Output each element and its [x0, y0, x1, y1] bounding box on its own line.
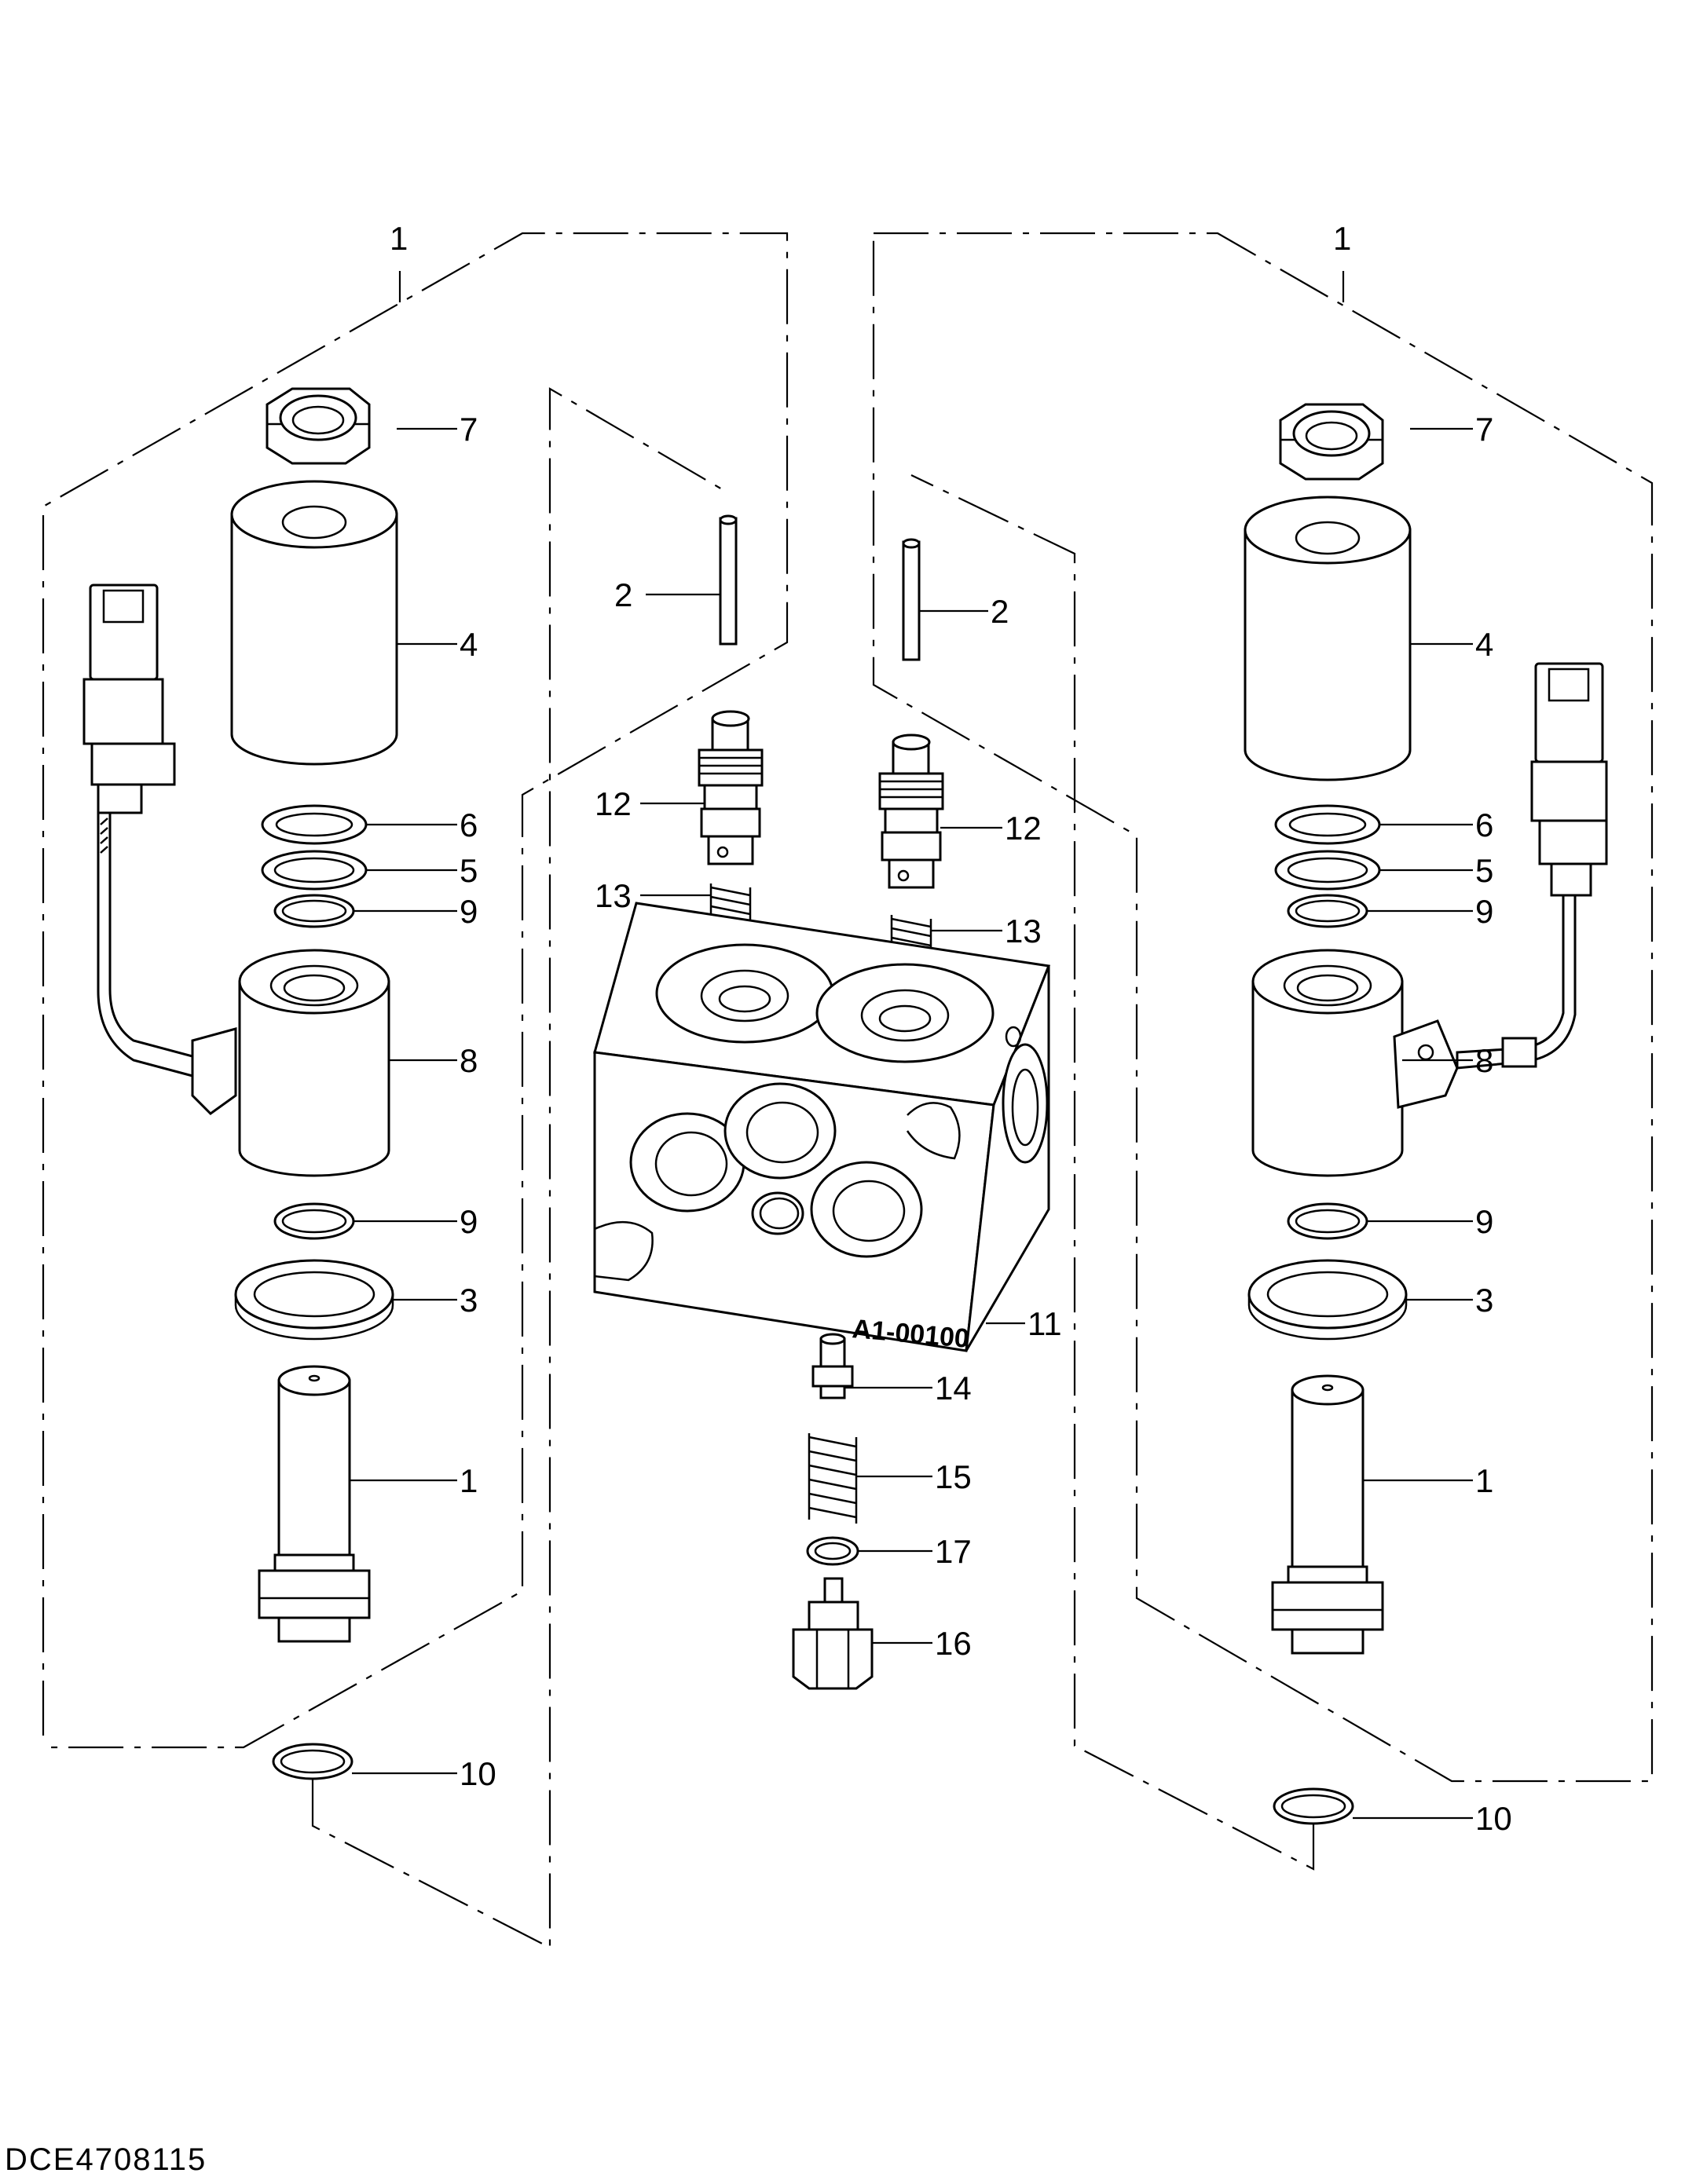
callout-7-left: 7	[460, 411, 478, 448]
plug-16	[792, 1577, 874, 1690]
left-solenoid-body	[191, 949, 390, 1177]
right-nut	[1279, 403, 1384, 481]
right-coil	[1244, 496, 1412, 781]
callout-9-right-upper: 9	[1475, 893, 1493, 930]
callout-1-right: 1	[1475, 1462, 1493, 1499]
right-check-valve	[878, 733, 944, 889]
callout-labels: 1 7 4 6 5 9 8 9 3 1 10 1 7 4 6 5 9 8 9 3…	[390, 220, 1512, 1837]
oring-17	[806, 1536, 859, 1566]
callout-3-right: 3	[1475, 1282, 1493, 1319]
callout-1-left-top: 1	[390, 220, 408, 257]
left-ring-3	[234, 1259, 394, 1341]
left-wire-harness	[82, 583, 194, 1077]
right-pin	[902, 538, 921, 661]
left-washer-9-lower	[273, 1202, 355, 1240]
callout-1-right-top: 1	[1333, 220, 1351, 257]
callout-6-left: 6	[460, 807, 478, 843]
callout-9-right-lower: 9	[1475, 1203, 1493, 1240]
callout-4-right: 4	[1475, 626, 1493, 663]
left-washers	[261, 804, 368, 928]
callout-16: 16	[935, 1625, 972, 1662]
callout-15: 15	[935, 1458, 972, 1495]
callout-17: 17	[935, 1533, 972, 1570]
callout-9-left-lower: 9	[460, 1203, 478, 1240]
callout-1-left: 1	[460, 1462, 478, 1499]
callout-2-right: 2	[991, 593, 1009, 630]
callout-12-left: 12	[595, 785, 632, 822]
callout-5-left: 5	[460, 852, 478, 889]
spring-15	[808, 1433, 858, 1524]
callout-2-left: 2	[614, 576, 632, 613]
callout-13-right: 13	[1005, 913, 1042, 949]
right-wire-harness	[1456, 662, 1608, 1070]
right-solenoid-body	[1251, 949, 1459, 1177]
left-oring-10	[272, 1743, 353, 1780]
callout-8-right: 8	[1475, 1042, 1493, 1079]
callout-5-right: 5	[1475, 852, 1493, 889]
callout-13-left: 13	[595, 877, 632, 914]
right-ring-3	[1247, 1259, 1408, 1341]
leader-lines	[350, 271, 1473, 1820]
right-oring-10	[1273, 1787, 1354, 1825]
callout-11: 11	[1027, 1305, 1062, 1342]
callout-14: 14	[935, 1370, 972, 1407]
callout-9-left-upper: 9	[460, 893, 478, 930]
left-nut	[266, 387, 371, 465]
left-check-valve	[698, 710, 764, 865]
right-spool-tube	[1271, 1374, 1384, 1655]
callout-8-left: 8	[460, 1042, 478, 1079]
document-code: DCE4708115	[5, 2142, 207, 2177]
callout-6-right: 6	[1475, 807, 1493, 843]
callout-7-right: 7	[1475, 411, 1493, 448]
callout-10-left: 10	[460, 1755, 496, 1792]
right-washer-9-lower	[1287, 1202, 1368, 1240]
right-washers	[1274, 804, 1381, 928]
poppet-14	[811, 1333, 854, 1399]
valve-block: A1-00100	[593, 902, 1051, 1354]
callout-12-right: 12	[1005, 810, 1042, 847]
left-coil	[230, 480, 398, 766]
callout-3-left: 3	[460, 1282, 478, 1319]
assembly-boundary-lines	[42, 232, 1654, 1949]
left-pin	[719, 514, 738, 646]
callout-4-left: 4	[460, 626, 478, 663]
left-spool-tube	[258, 1365, 371, 1643]
callout-10-right: 10	[1475, 1800, 1512, 1837]
